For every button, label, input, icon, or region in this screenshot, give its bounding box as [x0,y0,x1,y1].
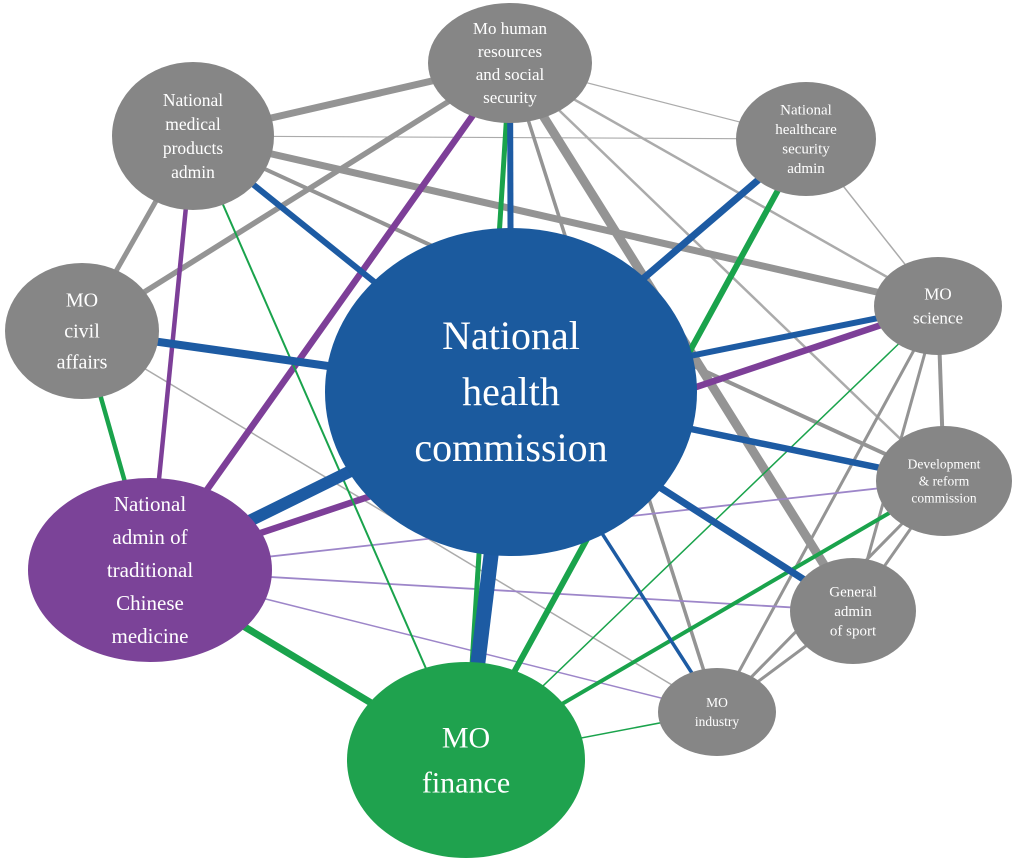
nhc-label-line-0: National [442,313,580,358]
tcm-label-line-2: traditional [107,558,193,582]
edge-human_resources-civil_affairs [80,60,512,334]
dev_reform-label-line-2: commission [911,490,977,505]
edge-human_resources-dev_reform [509,62,945,482]
medical_products-label-line-0: National [163,90,223,110]
industry-ellipse [658,668,776,756]
civil_affairs-label: MO civil affairs [57,290,108,374]
healthcare_security-label-line-2: security [782,142,830,158]
human_resources-label-line-0: Mo human [473,19,548,38]
sport-label-line-0: General [829,584,876,600]
human_resources-label: Mo human resources and social security [473,19,548,107]
nhc-label-line-1: health [462,369,560,414]
node-nhc: National health commission [325,228,697,556]
tcm-ellipse [28,478,272,662]
civil_affairs-label-line-1: civil [64,321,100,343]
sport-ellipse [790,558,916,664]
node-industry: MO industry [658,668,776,756]
tcm-label-line-3: Chinese [116,591,184,615]
node-medical_products: National medical products admin [112,62,274,210]
healthcare_security-label-line-0: National [780,103,832,119]
edge-finance-medical_products [192,135,467,761]
edge-human_resources-science [509,61,939,308]
sport-label-line-2: of sport [830,623,877,639]
nhc-ellipse [325,228,697,556]
civil_affairs-label-line-0: MO [66,290,98,312]
human_resources-label-line-2: and social [476,65,545,84]
healthcare_security-ellipse [736,82,876,196]
node-science: MO science [874,257,1002,355]
medical_products-label: National medical products admin [163,90,223,182]
edge-finance-science [465,305,939,761]
medical_products-label-line-3: admin [171,162,215,182]
medical_products-label-line-1: medical [165,114,221,134]
node-dev_reform: Development & reform commission [876,426,1012,536]
human_resources-ellipse [428,3,592,123]
node-civil_affairs: MO civil affairs [5,263,159,399]
edge-tcm-human_resources [147,61,513,572]
healthcare_security-label-line-3: admin [787,161,825,177]
edge-medical_products-science [192,132,939,310]
nhc-label-line-2: commission [414,425,607,470]
science-label: MO science [913,285,963,328]
science-ellipse [874,257,1002,355]
civil_affairs-ellipse [5,263,159,399]
sport-label: General admin of sport [829,584,877,639]
human_resources-label-line-3: security [483,88,537,107]
node-human_resources: Mo human resources and social security [428,3,592,123]
nhc-label: National health commission [414,313,607,470]
dev_reform-ellipse [876,426,1012,536]
civil_affairs-label-line-2: affairs [57,352,108,374]
sport-label-line-1: admin [834,604,872,620]
healthcare_security-label-line-1: healthcare [775,122,837,138]
finance-label-line-0: MO [442,721,490,754]
node-sport: General admin of sport [790,558,916,664]
finance-label-line-1: finance [422,766,510,799]
dev_reform-label-line-0: Development [908,456,981,471]
industry-label-line-0: MO [706,695,728,710]
medical_products-label-line-2: products [163,138,223,158]
medical_products-ellipse [112,62,274,210]
industry-label-line-1: industry [695,714,740,729]
edge-science-industry [715,305,940,713]
healthcare_security-label: National healthcare security admin [775,103,837,178]
tcm-label-line-0: National [114,492,186,516]
tcm-label-line-1: admin of [112,525,187,549]
tcm-label-line-4: medicine [112,624,189,648]
dev_reform-label-line-1: & reform [919,473,970,488]
edge-medical_products-healthcare_security [192,135,807,140]
finance-label: MO finance [422,721,510,799]
science-label-line-1: science [913,309,963,328]
node-healthcare_security: National healthcare security admin [736,82,876,196]
dev_reform-label: Development & reform commission [908,456,981,505]
science-label-line-0: MO [924,285,951,304]
finance-ellipse [347,662,585,858]
node-layer: National health commission Mo human resource… [5,3,1012,858]
industry-label: MO industry [695,695,740,729]
human_resources-label-line-1: resources [478,42,542,61]
node-finance: MO finance [347,662,585,858]
